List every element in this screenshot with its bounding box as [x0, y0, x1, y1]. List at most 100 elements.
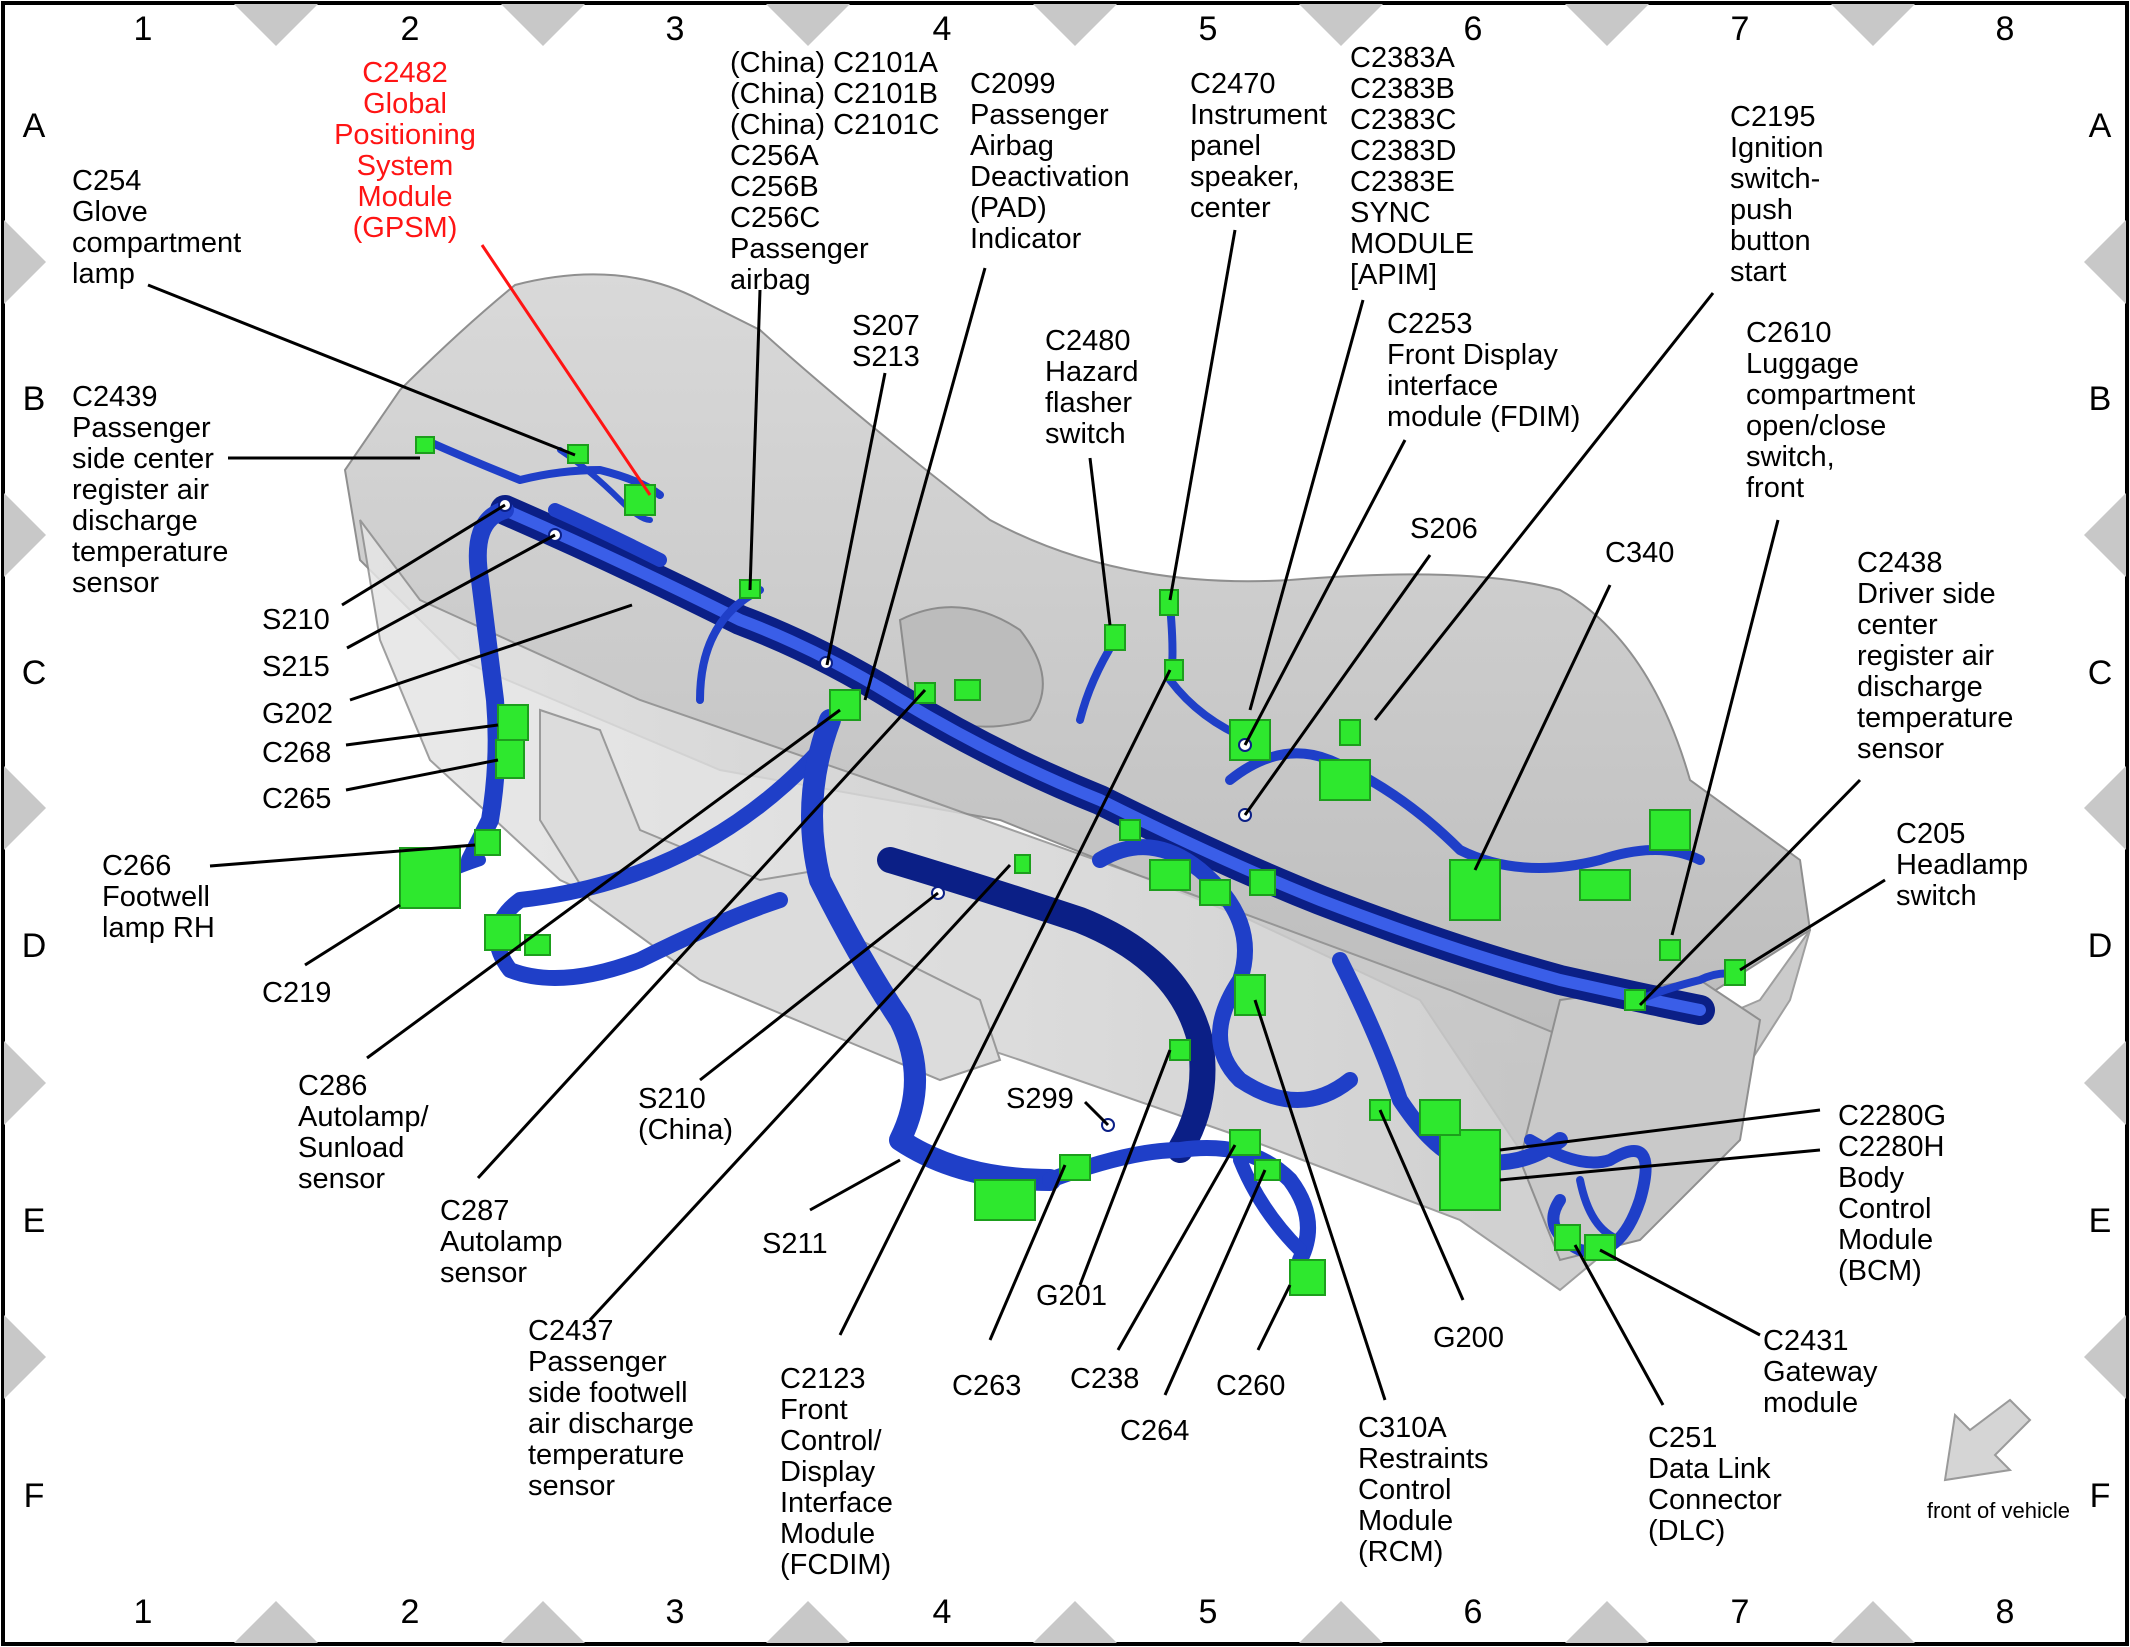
callout-line: Module	[780, 1518, 875, 1550]
leader-passenger-airbag	[748, 289, 762, 591]
front-of-vehicle-label: front of vehicle	[1927, 1498, 2070, 1523]
callout-c268: C268	[262, 737, 331, 769]
grid-col-bottom-8: 8	[1996, 1593, 2015, 1631]
callout-line: sensor	[1857, 733, 1944, 765]
callout-line: C2610	[1746, 317, 1831, 349]
leader-c286	[366, 708, 841, 1060]
callout-line: module	[1763, 1387, 1858, 1419]
callout-line: MODULE	[1350, 228, 1474, 260]
callout-line: flasher	[1045, 387, 1132, 419]
leader-c266	[209, 843, 476, 868]
grid-col-top-6: 6	[1464, 10, 1483, 48]
callout-line: S210	[638, 1083, 706, 1115]
callout-line: Footwell	[102, 881, 210, 913]
border-marker-top-6	[1565, 4, 1649, 46]
connector-s206-sync	[1319, 759, 1371, 801]
grid-row-left-F: F	[24, 1477, 45, 1515]
callout-line: Passenger	[970, 99, 1109, 131]
leader-s207	[825, 372, 887, 666]
callout-line: Instrument	[1190, 99, 1327, 131]
leader-g200	[1378, 1109, 1465, 1301]
grid-col-top-5: 5	[1199, 10, 1218, 48]
callout-line: Deactivation	[970, 161, 1130, 193]
callout-line: Control/	[780, 1425, 882, 1457]
callout-line: Module	[1358, 1505, 1453, 1537]
callout-line: C2253	[1387, 308, 1472, 340]
grid-row-left-C: C	[22, 654, 47, 692]
border-marker-bottom-4	[1033, 1601, 1117, 1643]
callout-line: Glove	[72, 196, 148, 228]
leader-lines	[147, 229, 1886, 1406]
callout-c2101-passenger-airbag: (China) C2101A(China) C2101B(China) C210…	[730, 47, 940, 296]
callout-line: S210	[262, 604, 330, 636]
callout-line: air discharge	[528, 1408, 694, 1440]
harness-c260-branch	[1233, 1153, 1307, 1257]
callout-s299: S299	[1006, 1083, 1074, 1115]
border-marker-bottom-3	[766, 1601, 850, 1643]
grid-col-top-4: 4	[933, 10, 952, 48]
border-marker-bottom-1	[234, 1601, 318, 1643]
callout-line: center	[1190, 192, 1271, 224]
callout-line: lamp RH	[102, 912, 215, 944]
callout-line: Gateway	[1763, 1356, 1878, 1388]
grid-col-bottom-7: 7	[1731, 1593, 1750, 1631]
callout-line: Indicator	[970, 223, 1082, 255]
callout-line: G202	[262, 698, 333, 730]
callout-line: C251	[1648, 1422, 1717, 1454]
grid-col-bottom-5: 5	[1199, 1593, 1218, 1631]
leader-c219	[304, 903, 401, 967]
callout-g200: G200	[1433, 1322, 1504, 1354]
callout-line: C265	[262, 783, 331, 815]
grid-row-right-A: A	[2089, 107, 2112, 145]
connector-c254	[567, 444, 589, 464]
border-marker-bottom-2	[501, 1601, 585, 1643]
callout-line: (DLC)	[1648, 1515, 1725, 1547]
border-marker-right-2	[2084, 493, 2126, 577]
callout-line: center	[1857, 609, 1938, 641]
callout-c260: C260	[1216, 1370, 1285, 1402]
border-markers	[4, 4, 2126, 1643]
harness-upper-right	[1225, 748, 1705, 873]
callout-line: C2383A	[1350, 42, 1455, 74]
callout-line: C2280G	[1838, 1100, 1946, 1132]
leader-c264	[1163, 1169, 1267, 1396]
connector-c2610	[1649, 809, 1691, 851]
callout-line: C2431	[1763, 1325, 1848, 1357]
callout-line: temperature	[528, 1439, 684, 1471]
grid-col-top-7: 7	[1731, 10, 1750, 48]
connector-c286	[914, 682, 936, 704]
callout-line: Luggage	[1746, 348, 1859, 380]
leader-c310a	[1253, 999, 1387, 1401]
leader-s211	[809, 1158, 901, 1212]
callout-line: button	[1730, 225, 1811, 257]
leader-c2437	[588, 863, 1012, 1322]
connector-c238	[1229, 1129, 1261, 1156]
grid-col-bottom-2: 2	[401, 1593, 420, 1631]
callout-g202: G202	[262, 698, 333, 730]
callout-s210: S210	[262, 604, 330, 636]
connector-c2437	[1119, 819, 1141, 841]
callout-line: Passenger	[528, 1346, 667, 1378]
callout-line: (China) C2101C	[730, 109, 940, 141]
callout-c219: C219	[262, 977, 331, 1009]
callout-line: C2480	[1045, 325, 1130, 357]
callout-line: (PAD)	[970, 192, 1047, 224]
callout-c263: C263	[952, 1370, 1021, 1402]
callout-line: Front Display	[1387, 339, 1558, 371]
connector-center-cluster-2	[1199, 879, 1231, 906]
callout-line: Display	[780, 1456, 876, 1488]
callout-line: start	[1730, 256, 1786, 288]
border-marker-left-1	[4, 220, 46, 304]
callout-line: SYNC	[1350, 197, 1431, 229]
callout-line: sensor	[298, 1163, 385, 1195]
callout-line: C263	[952, 1370, 1021, 1402]
